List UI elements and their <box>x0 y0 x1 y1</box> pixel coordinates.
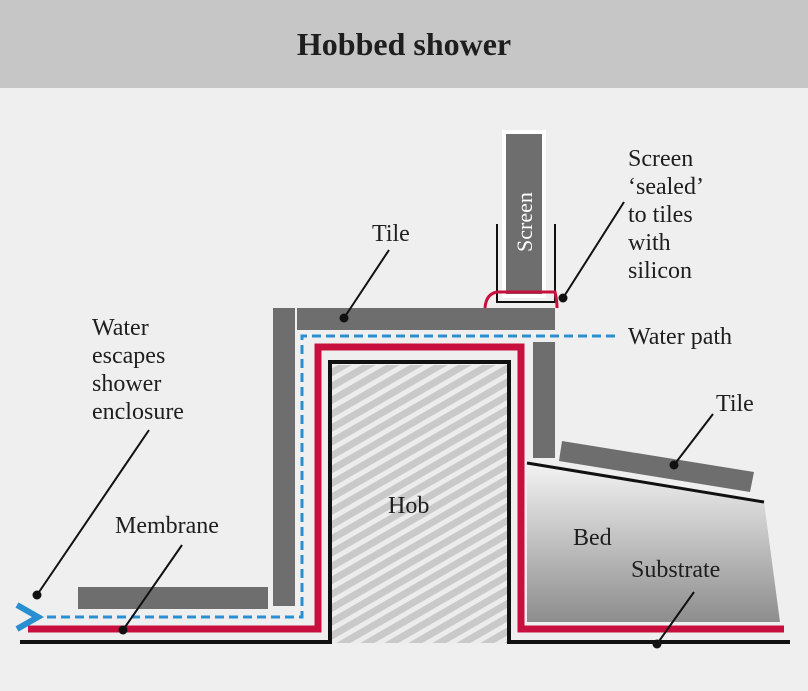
leader-tile-right <box>673 413 714 466</box>
water-escapes-line: enclosure <box>92 399 184 425</box>
leader-membrane <box>122 544 183 631</box>
screen-note-line: ‘sealed’ <box>628 174 702 200</box>
screen-note-line: Screen <box>628 146 693 172</box>
tile-right-label: Tile <box>716 391 754 417</box>
screen-note-line: silicon <box>628 258 692 284</box>
leader-dot-water-escapes <box>32 590 42 600</box>
tile-floor-right <box>559 441 754 492</box>
tile-floor-left <box>78 587 268 609</box>
tile-hob-left-side <box>273 308 295 606</box>
water-path-line <box>38 334 615 617</box>
leader-water-escapes <box>36 429 150 596</box>
screen-label: Screen <box>512 192 537 252</box>
water-escapes-line: shower <box>92 371 161 397</box>
screen-note-label: Screen ‘sealed’ to tiles with silicon <box>628 146 708 284</box>
silicon-seal <box>483 290 559 309</box>
leader-dot-tile-right <box>669 460 679 470</box>
substrate-label: Substrate <box>631 557 720 583</box>
screen-note-line: to tiles <box>628 202 693 228</box>
membrane-label: Membrane <box>115 513 219 539</box>
bed-label: Bed <box>573 525 612 551</box>
leader-tile-top <box>343 249 390 319</box>
leader-dot-membrane <box>118 625 128 635</box>
leader-screen-note <box>562 201 625 299</box>
diagram-title: Hobbed shower <box>296 26 512 62</box>
tile-top-label: Tile <box>372 221 410 247</box>
bed-top-line <box>526 461 765 504</box>
header-bar: Hobbed shower <box>0 0 808 88</box>
water-escapes-line: escapes <box>92 343 165 369</box>
leader-dot-tile-top <box>339 313 349 323</box>
bed-wedge <box>527 463 780 622</box>
screen-note-line: with <box>628 230 671 256</box>
screen-panel <box>502 130 546 298</box>
water-escapes-label: Water escapes shower enclosure <box>92 315 184 425</box>
water-escapes-line: Water <box>92 315 149 341</box>
leader-dot-screen-note <box>558 293 568 303</box>
screen-channel <box>496 224 556 303</box>
hob-outline <box>20 360 790 644</box>
membrane-line <box>28 343 784 633</box>
leader-dot-substrate <box>652 639 662 649</box>
hob-block <box>330 365 508 643</box>
water-path-label: Water path <box>628 324 732 350</box>
tile-hob-top <box>297 308 555 330</box>
hob-label: Hob <box>388 493 429 519</box>
leader-substrate <box>656 591 695 645</box>
tile-hob-right-side <box>533 342 555 458</box>
hobbed-shower-diagram: Screen Screen ‘sealed’ to tiles with sil… <box>0 130 790 649</box>
